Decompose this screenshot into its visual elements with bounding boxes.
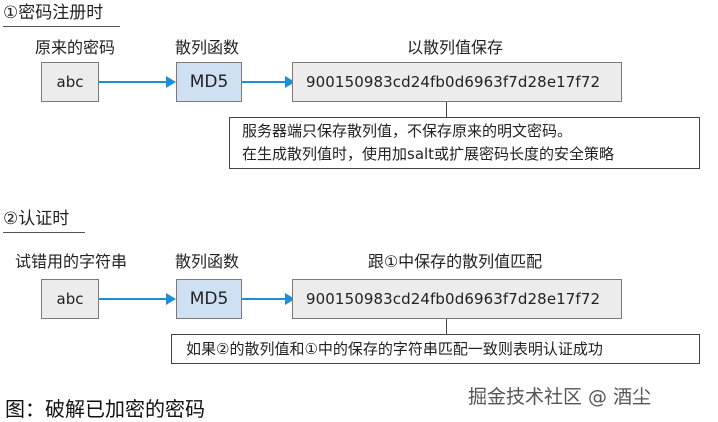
label-store-hash: 以散列值保存 bbox=[406, 38, 503, 57]
section-2-title-underline bbox=[3, 232, 85, 233]
server-note-line-1: 服务器端只保存散列值，不保存原来的明文密码。 bbox=[242, 122, 573, 140]
arrow-to-hash-2 bbox=[242, 293, 295, 305]
label-hash-function-2: 散列函数 bbox=[174, 252, 239, 271]
note-connector-2 bbox=[446, 319, 447, 334]
watermark: 掘金技术社区 @ 酒尘 bbox=[468, 386, 652, 408]
arrow-to-md5 bbox=[99, 76, 176, 88]
md5-box-2: MD5 bbox=[176, 279, 242, 319]
label-trial-string: 试错用的字符串 bbox=[14, 252, 127, 271]
input-box-abc: abc bbox=[41, 62, 99, 102]
hash-value-box-2: 900150983cd24fb0d6963f7d28e17f72 bbox=[292, 279, 622, 319]
arrow-to-md5-2 bbox=[99, 293, 176, 305]
section-1-title: ①密码注册时 bbox=[3, 3, 104, 23]
section-2-title: ②认证时 bbox=[3, 209, 70, 229]
md5-box: MD5 bbox=[176, 62, 242, 102]
note-connector bbox=[446, 102, 447, 117]
server-note-box: 服务器端只保存散列值，不保存原来的明文密码。 在生成散列值时，使用加salt或扩… bbox=[229, 117, 700, 169]
input-box-abc-2: abc bbox=[41, 279, 99, 319]
arrow-to-hash bbox=[242, 76, 295, 88]
figure-caption: 图：破解已加密的密码 bbox=[5, 397, 205, 421]
section-1-title-underline bbox=[3, 26, 120, 27]
label-hash-function: 散列函数 bbox=[174, 38, 239, 57]
server-note-line-2: 在生成散列值时，使用加salt或扩展密码长度的安全策略 bbox=[242, 145, 615, 163]
label-original-password: 原来的密码 bbox=[34, 38, 115, 57]
label-match-hash: 跟①中保存的散列值匹配 bbox=[367, 252, 543, 271]
hash-value-box: 900150983cd24fb0d6963f7d28e17f72 bbox=[292, 62, 622, 102]
auth-note-box: 如果②的散列值和①中的保存的字符串匹配一致则表明认证成功 bbox=[171, 334, 700, 364]
